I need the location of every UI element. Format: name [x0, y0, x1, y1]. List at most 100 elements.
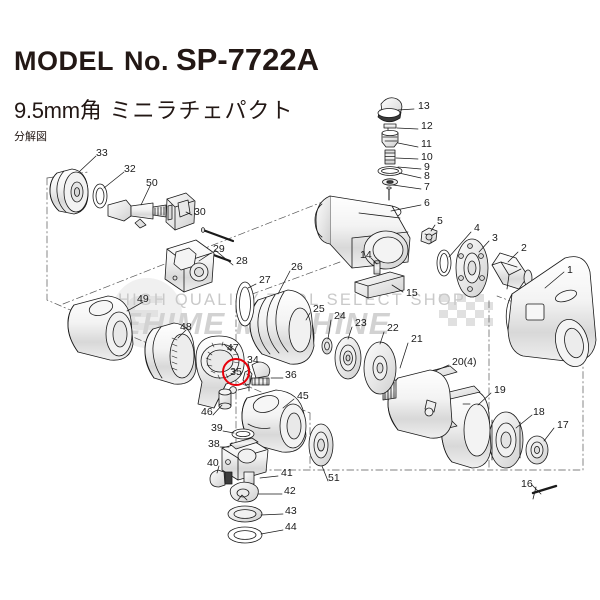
part-22-end-bearing-plate	[363, 341, 397, 395]
part-49-yoke-housing	[67, 295, 134, 361]
part-3-flange-plate	[455, 238, 489, 298]
callout-8: 8	[424, 170, 430, 182]
part-32-oring	[92, 183, 108, 209]
callout-2: 2	[521, 242, 527, 254]
callout-42: 42	[284, 485, 296, 497]
callout-14: 14	[360, 249, 372, 261]
callout-49: 49	[137, 293, 149, 305]
part-39-oring	[231, 428, 255, 440]
part-36-pawl	[251, 361, 271, 386]
callout-51: 51	[328, 472, 340, 484]
callout-9: 9	[424, 161, 430, 173]
callout-24: 24	[334, 310, 346, 322]
callout-5: 5	[437, 215, 443, 227]
callout-50: 50	[146, 177, 158, 189]
callout-38: 38	[208, 438, 220, 450]
leader-lines	[79, 108, 565, 535]
part-5-nut	[420, 227, 438, 245]
callout-10: 10	[421, 151, 433, 163]
highlighted-part-number: 35	[230, 366, 242, 378]
part-27-oring	[235, 281, 255, 327]
part-12-retainer	[383, 123, 397, 133]
part-4-oring	[436, 249, 452, 277]
page-subtitle: 9.5mm角ミニラチェパクト	[14, 93, 293, 125]
part-50-valve-stem	[107, 199, 167, 229]
callout-20: 20(4)	[452, 356, 477, 368]
part-24-small-washer	[321, 337, 333, 355]
callout-46: 46	[201, 406, 213, 418]
drive-size: 9.5mm角	[14, 98, 102, 123]
part-42-retainer	[229, 481, 259, 503]
callout-19: 19	[494, 384, 506, 396]
callout-44: 44	[285, 521, 297, 533]
part-23-ball-bearing	[334, 336, 362, 380]
part-48-ratchet-ring	[144, 322, 197, 385]
callout-17: 17	[557, 419, 569, 431]
callout-22: 22	[387, 322, 399, 334]
exploded-view-label: 分解図	[14, 131, 47, 143]
part-47-ratchet-head	[195, 335, 245, 409]
callout-27: 27	[259, 274, 271, 286]
part-9-oring	[377, 166, 403, 176]
callout-28: 28	[236, 255, 248, 267]
part-40-clip	[209, 469, 233, 488]
model-no-label: No.	[124, 46, 169, 76]
callout-33: 33	[96, 147, 108, 159]
callout-45: 45	[297, 390, 309, 402]
callout-18: 18	[533, 406, 545, 418]
part-15-trigger-lever	[354, 271, 405, 299]
part-11-inlet-bushing	[381, 129, 399, 148]
callout-39: 39	[211, 422, 223, 434]
callout-16: 16	[521, 478, 533, 490]
callout-23: 23	[355, 317, 367, 329]
part-7-pin	[386, 186, 392, 201]
callout-34: 34	[247, 354, 259, 366]
callout-12: 12	[421, 120, 433, 132]
callout-3: 3	[492, 232, 498, 244]
callout-6: 6	[424, 197, 430, 209]
callout-32: 32	[124, 163, 136, 175]
callout-15: 15	[406, 287, 418, 299]
part-10-spring	[384, 149, 396, 165]
part-26-motor-housing	[249, 289, 315, 365]
part-1-housing-sleeve	[505, 256, 597, 368]
callout-25: 25	[313, 303, 325, 315]
part-51-bearing	[308, 423, 334, 467]
callout-26: 26	[291, 261, 303, 273]
part-17-bearing	[525, 435, 549, 465]
callout-40: 40	[207, 457, 219, 469]
highlighted-part-35[interactable]: 35	[222, 358, 250, 386]
part-16-spring-pin	[531, 484, 558, 500]
callout-29: 29	[213, 243, 225, 255]
part-46-bushing	[218, 388, 232, 410]
part-8-washer	[382, 178, 398, 186]
part-18-end-plate	[488, 411, 524, 469]
product-name: ミニラチェパクト	[109, 98, 294, 123]
part-29-valve-block	[164, 239, 215, 293]
part-43-washer	[227, 505, 263, 523]
callout-47: 47	[227, 342, 239, 354]
part-21-rotor	[382, 369, 453, 439]
part-13-deflector	[377, 97, 403, 123]
callout-21: 21	[411, 333, 423, 345]
callout-30: 30	[194, 206, 206, 218]
callout-11: 11	[421, 138, 432, 150]
callout-41: 41	[281, 467, 293, 479]
model-label: MODEL	[14, 46, 114, 76]
part-14-pin	[373, 260, 381, 275]
callout-7: 7	[424, 181, 430, 193]
callout-4: 4	[474, 222, 480, 234]
part-37-drive-block	[221, 437, 269, 485]
callout-48: 48	[180, 321, 192, 333]
callout-43: 43	[285, 505, 297, 517]
callout-1: 1	[567, 264, 573, 276]
part-33-end-cap	[49, 168, 89, 215]
model-code: SP-7722A	[176, 42, 320, 77]
part-44-oring	[227, 526, 263, 544]
part-30-valve-cap	[165, 192, 196, 231]
model-line: MODEL No.SP-7722A	[14, 42, 319, 78]
callout-36: 36	[285, 369, 297, 381]
